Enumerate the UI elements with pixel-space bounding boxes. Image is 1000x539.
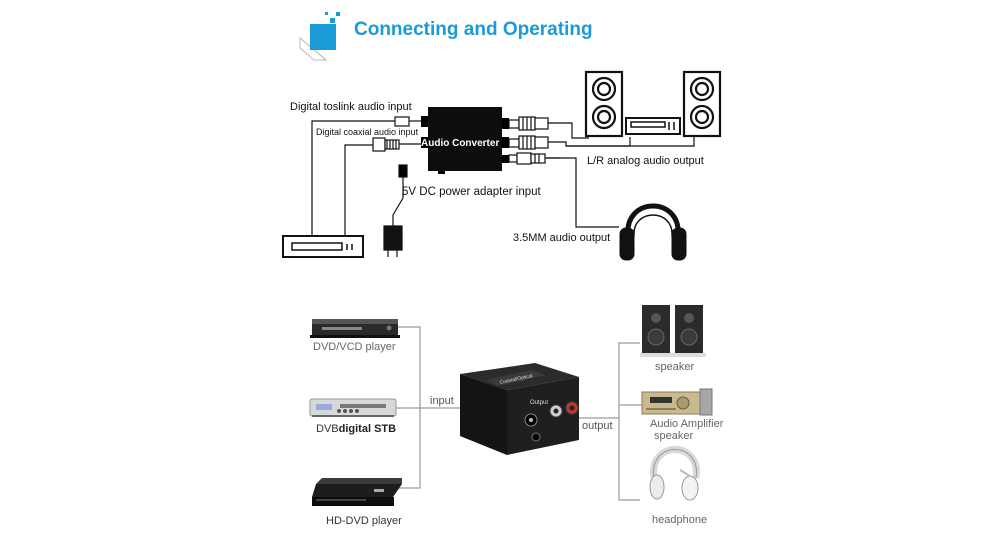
analog-output-label: L/R analog audio output	[587, 155, 704, 167]
dvb-stb-icon	[309, 398, 397, 417]
output-label: output	[582, 420, 613, 432]
device-port-label: Output	[530, 400, 549, 406]
headphone-icon	[619, 203, 687, 261]
toslink-label: Digital toslink audio input	[290, 101, 412, 113]
output-device-label: speaker	[654, 430, 694, 442]
toslink-plug-icon	[311, 116, 421, 236]
input-label: input	[430, 395, 454, 407]
top-wiring-diagram	[282, 70, 722, 261]
page-title: Connecting and Operating	[354, 19, 593, 40]
input-device-label: HD-DVD player	[326, 515, 402, 527]
title-logo-icon	[299, 12, 340, 61]
device-label: Audio Converter	[421, 138, 500, 149]
coaxial-label: Digital coaxial audio input	[316, 127, 419, 137]
speaker-icon	[682, 70, 722, 138]
speaker-icon	[584, 70, 624, 138]
power-adapter-icon	[383, 164, 408, 257]
rca-plugs-icon	[508, 116, 549, 165]
dvd-vcd-player-icon	[310, 319, 400, 338]
dvd-player-icon	[282, 235, 364, 258]
headphone-output-label: 3.5MM audio output	[513, 232, 611, 244]
input-device-label: DVD/VCD player	[313, 341, 396, 353]
headphone-icon	[649, 446, 700, 501]
hd-dvd-player-icon	[312, 478, 402, 506]
input-device-label: DVBdigital STB	[316, 423, 397, 435]
bottom-wiring-diagram: Coaxial/Optical	[309, 305, 713, 506]
audio-converter-box-icon: Coaxial/Optical	[460, 363, 579, 455]
speaker-icon	[640, 305, 706, 357]
audio-converter-device	[421, 107, 509, 174]
coaxial-plug-icon	[344, 137, 421, 236]
output-device-label: headphone	[652, 514, 708, 526]
output-device-label: Audio Amplifier	[650, 418, 724, 430]
amplifier-icon	[625, 117, 681, 135]
amplifier-icon	[641, 388, 713, 416]
power-label: 5V DC power adapter input	[402, 186, 541, 198]
output-device-label: speaker	[655, 361, 695, 373]
